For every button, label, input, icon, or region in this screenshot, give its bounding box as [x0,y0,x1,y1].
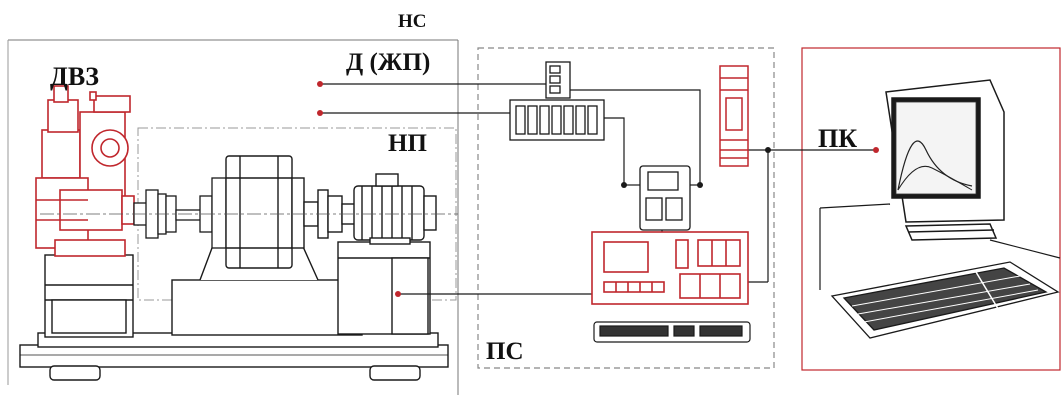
keyboard-icon [832,262,1058,338]
dynamometer-icon [226,156,356,268]
load-device-label: НП [388,131,427,156]
control-console [592,232,748,304]
signal-module-small [546,62,570,98]
sensors-label: Д (ЖП) [346,50,430,75]
cabinet-icon [720,66,748,166]
computer-label: ПК [818,126,857,152]
engine-label: ДВЗ [50,64,99,90]
amplifier-rack [510,100,604,140]
control-system-label: ПС [486,339,524,364]
coupling [134,178,226,248]
monitor-icon [886,80,1004,240]
keyboard-icon-console [594,322,750,342]
measuring-system-label: НС [398,12,427,31]
electric-motor-icon [354,174,436,244]
engine-icon [36,86,134,256]
controller-unit [640,166,690,230]
